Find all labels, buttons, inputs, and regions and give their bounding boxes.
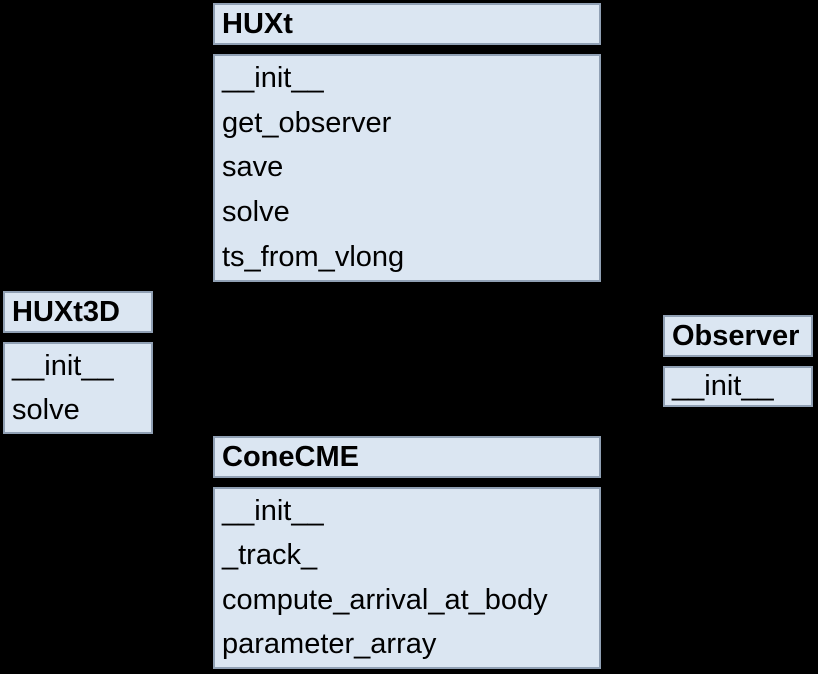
- method-item: __init__: [672, 370, 774, 402]
- method-item: __init__: [222, 494, 324, 527]
- class-box-conecme: ConeCME __init__ _track_ compute_arrival…: [213, 436, 601, 669]
- method-item: __init__: [222, 61, 324, 94]
- class-title-huxt3d: HUXt3D: [3, 291, 153, 333]
- method-item: parameter_array: [222, 628, 437, 661]
- method-item: save: [222, 151, 284, 184]
- method-item: ts_from_vlong: [222, 241, 405, 274]
- method-item: solve: [222, 196, 290, 229]
- method-item: solve: [12, 393, 80, 426]
- class-title-observer: Observer: [663, 315, 813, 357]
- method-item: _track_: [222, 539, 318, 572]
- class-title-conecme: ConeCME: [213, 436, 601, 478]
- method-item: get_observer: [222, 106, 392, 139]
- class-box-huxt3d: HUXt3D __init__ solve: [3, 291, 153, 434]
- class-title-huxt: HUXt: [213, 3, 601, 45]
- method-list-observer: __init__: [663, 366, 813, 407]
- method-list-conecme: __init__ _track_ compute_arrival_at_body…: [213, 487, 601, 669]
- method-item: compute_arrival_at_body: [222, 583, 548, 616]
- class-box-huxt: HUXt __init__ get_observer save solve ts…: [213, 3, 601, 282]
- method-list-huxt: __init__ get_observer save solve ts_from…: [213, 54, 601, 282]
- method-item: __init__: [12, 349, 114, 382]
- class-box-observer: Observer __init__: [663, 315, 813, 407]
- method-list-huxt3d: __init__ solve: [3, 342, 153, 434]
